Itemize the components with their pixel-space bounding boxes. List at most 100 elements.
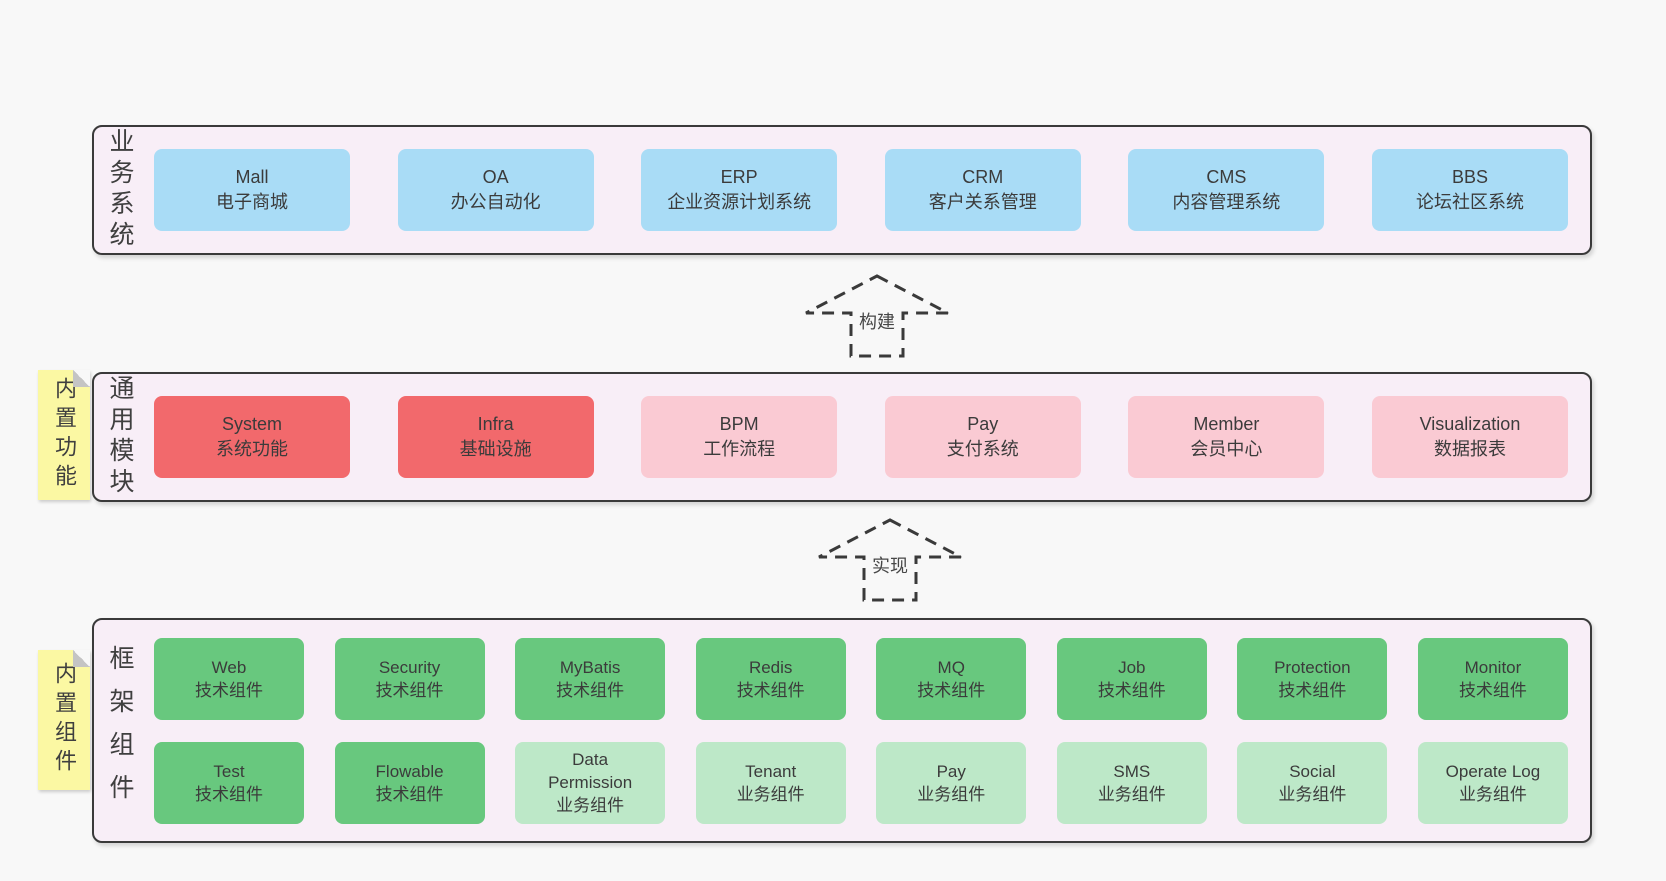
node-desc: 支付系统 xyxy=(946,439,1019,459)
node-desc: 业务组件 xyxy=(917,784,986,804)
node-desc: 电子商城 xyxy=(216,192,288,212)
node-desc: 业务组件 xyxy=(1278,784,1347,804)
node-desc: 业务组件 xyxy=(556,796,625,815)
arrow-implement-label: 实现 xyxy=(868,551,912,579)
node-name: Infra xyxy=(477,414,514,434)
node-desc: 数据报表 xyxy=(1433,439,1506,459)
node-name: Redis xyxy=(748,657,793,677)
node-flowable: Flowable 技术组件 xyxy=(334,741,485,824)
node-name: Flowable xyxy=(375,761,444,781)
node-desc: 系统功能 xyxy=(216,439,288,459)
node-name: Pay xyxy=(967,414,999,434)
node-desc: 技术组件 xyxy=(736,680,805,700)
node-desc: 技术组件 xyxy=(195,680,263,700)
node-job: Job 技术组件 xyxy=(1056,637,1207,720)
node-test: Test 技术组件 xyxy=(154,741,304,824)
node-tenant: Tenant 业务组件 xyxy=(695,741,846,824)
node-crm: CRM 客户关系管理 xyxy=(884,149,1081,231)
band-framework-components-label: 框架组件 xyxy=(106,644,134,817)
band-common-modules-label: 通用模块 xyxy=(106,375,134,499)
node-member: Member 会员中心 xyxy=(1128,396,1325,478)
node-redis: Redis 技术组件 xyxy=(695,637,846,720)
node-pay-system: Pay 支付系统 xyxy=(884,396,1081,478)
node-name: ERP xyxy=(720,167,758,187)
band-label-strip: 框架组件 xyxy=(94,620,146,841)
node-oa: OA 办公自动化 xyxy=(397,149,594,231)
node-desc: 内容管理系统 xyxy=(1172,192,1281,212)
arrow-up-icon xyxy=(805,274,949,358)
node-desc: 技术组件 xyxy=(195,784,263,804)
node-mybatis: MyBatis 技术组件 xyxy=(515,637,666,720)
node-security: Security 技术组件 xyxy=(334,637,485,720)
node-name: Web xyxy=(211,657,247,677)
sticky-built-in-features: 内置功能 xyxy=(38,370,90,500)
node-pay-component: Pay 业务组件 xyxy=(876,741,1027,824)
node-name: BPM xyxy=(719,414,759,434)
sticky-label: 内置功能 xyxy=(52,377,77,493)
band-business-systems-label: 业务系统 xyxy=(106,128,134,252)
node-sms: SMS 业务组件 xyxy=(1056,741,1207,824)
band-framework-components: 框架组件 Web 技术组件 Security 技术组件 MyBatis 技术组件… xyxy=(92,618,1592,843)
node-name: BBS xyxy=(1451,167,1488,187)
band-label-strip: 通用模块 xyxy=(94,374,146,500)
node-desc: 技术组件 xyxy=(556,680,625,700)
node-desc: 业务组件 xyxy=(1458,784,1527,804)
node-bpm: BPM 工作流程 xyxy=(641,396,838,478)
node-web: Web 技术组件 xyxy=(154,637,304,720)
node-name: Test xyxy=(213,761,245,781)
node-social: Social 业务组件 xyxy=(1237,741,1388,824)
node-name: MyBatis xyxy=(559,657,621,677)
node-name: Visualization xyxy=(1419,414,1521,434)
node-desc: 技术组件 xyxy=(1097,680,1166,700)
node-name: MQ xyxy=(937,657,965,677)
node-protection: Protection 技术组件 xyxy=(1237,637,1388,720)
band-business-systems: 业务系统 Mall 电子商城 OA 办公自动化 ERP 企业资源计划系统 CRM… xyxy=(92,125,1592,255)
node-name: Security xyxy=(378,657,441,677)
band-business-systems-content: Mall 电子商城 OA 办公自动化 ERP 企业资源计划系统 CRM 客户关系… xyxy=(146,127,1590,253)
node-data-permission: Data Permission 业务组件 xyxy=(515,741,666,824)
band-common-modules-content: System 系统功能 Infra 基础设施 BPM 工作流程 Pay 支付系统… xyxy=(146,374,1590,500)
node-desc: 技术组件 xyxy=(375,680,444,700)
sticky-built-in-components: 内置组件 xyxy=(38,650,90,790)
arrow-build-label: 构建 xyxy=(855,307,899,335)
band-framework-components-content: Web 技术组件 Security 技术组件 MyBatis 技术组件 Redi… xyxy=(146,620,1590,841)
node-monitor: Monitor 技术组件 xyxy=(1417,637,1568,720)
node-desc: 论坛社区系统 xyxy=(1415,192,1524,212)
node-name: CRM xyxy=(962,167,1004,187)
node-name: Social xyxy=(1289,761,1336,781)
node-desc: 技术组件 xyxy=(1458,680,1527,700)
node-name: SMS xyxy=(1113,761,1151,781)
arrow-up-icon xyxy=(818,518,962,602)
node-desc: 客户关系管理 xyxy=(928,192,1037,212)
node-desc: 技术组件 xyxy=(375,784,444,804)
node-system: System 系统功能 xyxy=(154,396,350,478)
node-desc: 工作流程 xyxy=(703,439,776,459)
node-name: System xyxy=(221,414,282,434)
node-desc: 企业资源计划系统 xyxy=(667,192,812,212)
node-name: Protection xyxy=(1274,657,1351,677)
node-desc: 办公自动化 xyxy=(450,192,541,212)
node-desc: 会员中心 xyxy=(1190,439,1263,459)
band-common-modules: 通用模块 System 系统功能 Infra 基础设施 BPM 工作流程 Pay… xyxy=(92,372,1592,502)
node-desc: 技术组件 xyxy=(1278,680,1347,700)
node-bbs: BBS 论坛社区系统 xyxy=(1371,149,1568,231)
node-visualization: Visualization 数据报表 xyxy=(1371,396,1568,478)
node-name: OA xyxy=(482,167,509,187)
node-desc: 业务组件 xyxy=(1097,784,1166,804)
node-name: Pay xyxy=(936,761,966,781)
node-mall: Mall 电子商城 xyxy=(154,149,350,231)
node-mq: MQ 技术组件 xyxy=(876,637,1027,720)
sticky-label: 内置组件 xyxy=(52,662,77,778)
node-name: Member xyxy=(1193,414,1260,434)
node-name: Monitor xyxy=(1464,657,1522,677)
node-desc: 技术组件 xyxy=(917,680,986,700)
node-cms: CMS 内容管理系统 xyxy=(1128,149,1325,231)
node-name: Job xyxy=(1118,657,1146,677)
node-desc: 基础设施 xyxy=(459,439,532,459)
node-name: Operate Log xyxy=(1445,761,1541,781)
node-name: Tenant xyxy=(745,761,797,781)
node-desc: 业务组件 xyxy=(736,784,805,804)
arrow-build: 构建 xyxy=(802,273,952,359)
arrow-implement: 实现 xyxy=(815,517,965,603)
